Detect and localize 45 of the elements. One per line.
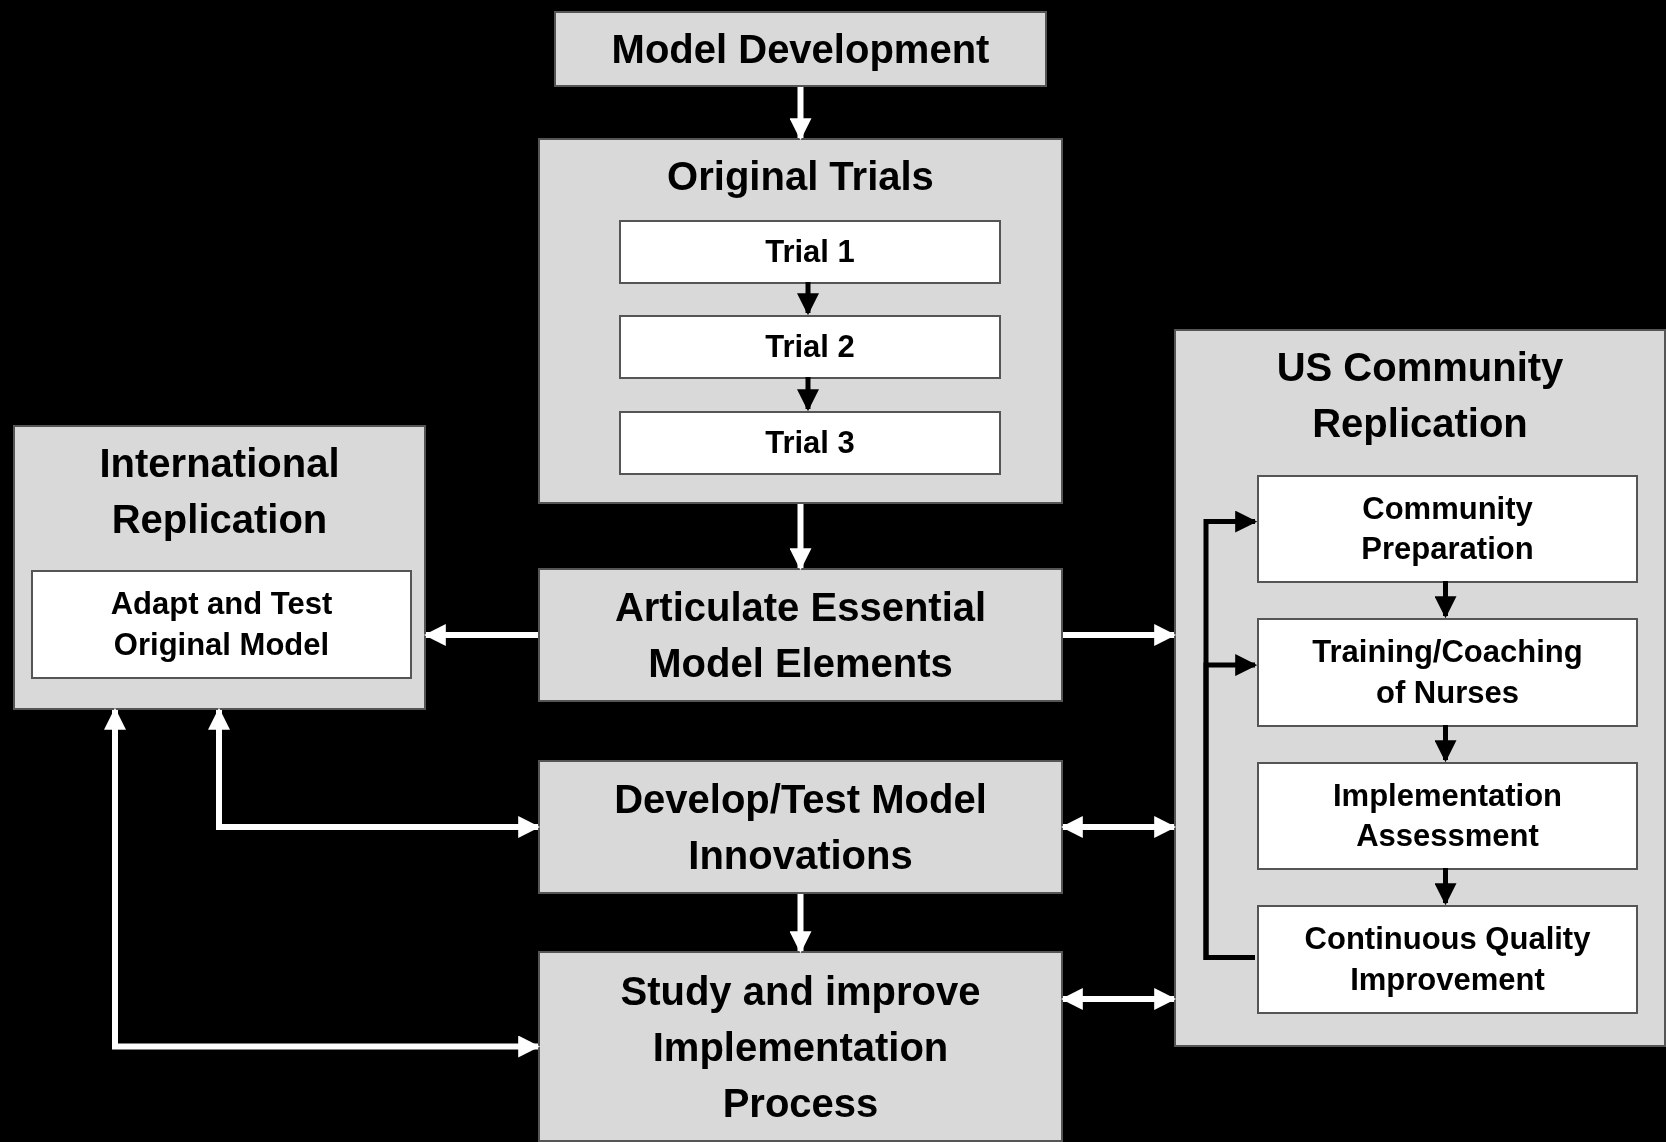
- arrow: [423, 624, 538, 646]
- step-box: [1257, 618, 1638, 727]
- arrow: [789, 87, 812, 141]
- box-label: Training/Coaching of Nurses: [1311, 633, 1584, 712]
- process-box: [538, 951, 1063, 1142]
- group-title: Original Trials: [666, 153, 935, 200]
- step-box: [1257, 475, 1638, 583]
- process-box: [554, 11, 1047, 87]
- group-box: [538, 138, 1063, 504]
- process-box: [538, 760, 1063, 894]
- arrow: [1060, 988, 1177, 1010]
- box-label: Adapt and Test Original Model: [109, 585, 334, 664]
- group-title: International Replication: [98, 440, 341, 543]
- box-label: Study and improve Implementation Process: [619, 967, 982, 1127]
- group-box: [13, 425, 426, 710]
- step-box: [619, 220, 1001, 284]
- box-label: Articulate Essential Model Elements: [613, 584, 988, 687]
- step-box: [1257, 762, 1638, 870]
- arrow: [104, 707, 541, 1058]
- box-label: Community Preparation: [1360, 489, 1535, 568]
- box-label: Model Development: [610, 26, 991, 73]
- step-box: [1257, 905, 1638, 1014]
- box-label: Trial 3: [764, 423, 856, 462]
- arrow: [1060, 816, 1177, 838]
- arrow: [797, 377, 819, 412]
- group-box: [1174, 329, 1666, 1047]
- arrow: [797, 282, 819, 316]
- box-label: Develop/Test Model Innovations: [613, 776, 988, 879]
- box-label: Trial 2: [764, 327, 856, 366]
- arrow: [1203, 654, 1258, 960]
- box-label: Continuous Quality Improvement: [1303, 920, 1592, 999]
- arrow: [208, 707, 541, 838]
- arrow: [789, 504, 812, 571]
- process-box: [538, 568, 1063, 702]
- step-box: [31, 570, 412, 679]
- arrow: [1434, 725, 1457, 763]
- arrow: [1434, 581, 1457, 619]
- step-box: [619, 411, 1001, 475]
- arrow: [1063, 624, 1177, 646]
- box-label: Trial 1: [764, 232, 856, 271]
- arrow: [789, 894, 812, 954]
- group-title: US Community Replication: [1275, 344, 1565, 447]
- box-label: Implementation Assessment: [1331, 776, 1564, 855]
- step-box: [619, 315, 1001, 379]
- arrow: [1434, 868, 1457, 906]
